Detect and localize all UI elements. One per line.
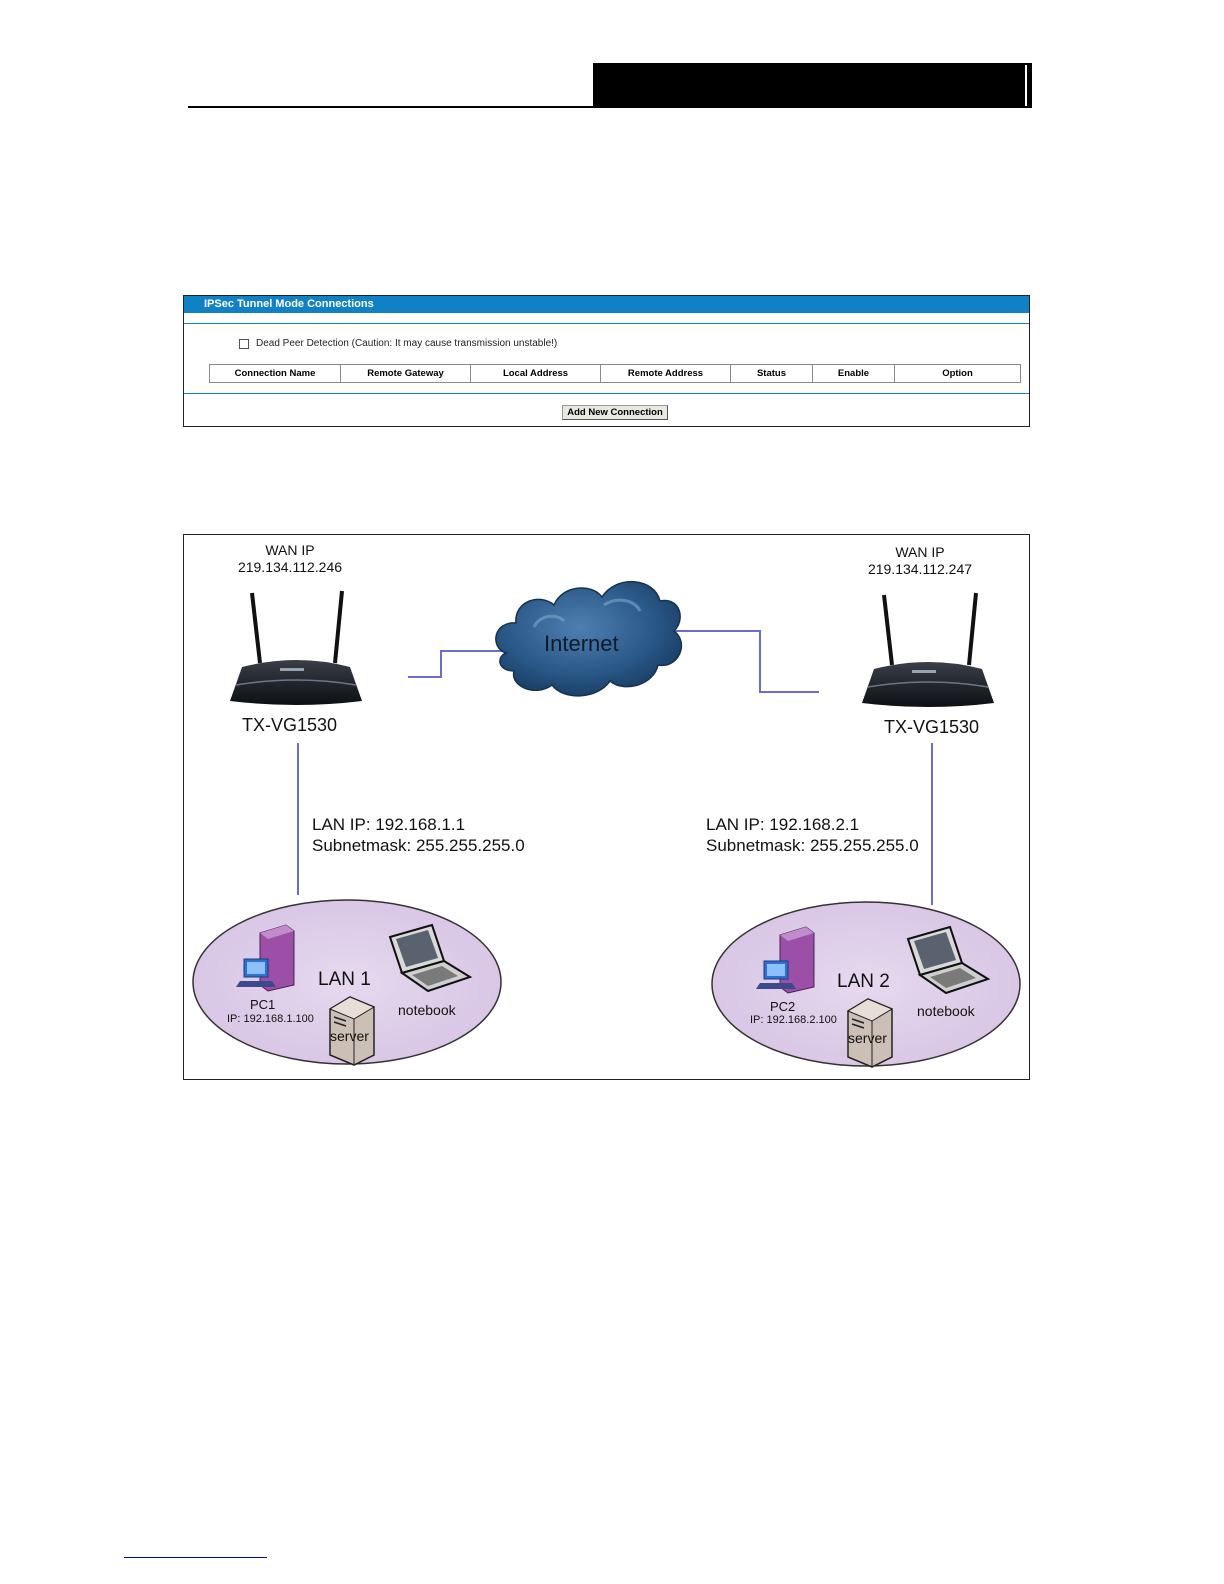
table-header-row: Connection Name Remote Gateway Local Add… [210, 365, 1021, 383]
server-label-2: server [848, 1030, 887, 1046]
col-status: Status [731, 365, 813, 383]
internet-label: Internet [544, 631, 619, 657]
add-new-connection-button[interactable]: Add New Connection [562, 405, 668, 420]
router-1-icon [230, 591, 362, 705]
col-option: Option [895, 365, 1021, 383]
panel-divider-bottom [184, 393, 1029, 394]
wan-label-1: WAN IP [230, 542, 350, 559]
pc-name-2: PC2 [770, 999, 795, 1014]
subnetmask-1: Subnetmask: 255.255.255.0 [312, 835, 525, 856]
header-block [593, 63, 1032, 108]
col-enable: Enable [813, 365, 895, 383]
wan-label-2: WAN IP [860, 544, 980, 561]
router-2-icon [862, 593, 994, 707]
pc-name-1: PC1 [250, 997, 275, 1012]
wan-link-1 [408, 651, 502, 677]
dead-peer-detection-label: Dead Peer Detection (Caution: It may cau… [256, 338, 557, 349]
connections-table: Connection Name Remote Gateway Local Add… [209, 364, 1021, 383]
panel-divider [184, 323, 1029, 324]
subnetmask-2: Subnetmask: 255.255.255.0 [706, 835, 919, 856]
router-model-1: TX-VG1530 [242, 715, 337, 736]
server-label-1: server [330, 1028, 369, 1044]
notebook-label-2: notebook [917, 1003, 975, 1019]
col-local-address: Local Address [471, 365, 601, 383]
wan-link-2 [674, 631, 819, 692]
wan-ip-label-1: WAN IP 219.134.112.246 [230, 542, 350, 576]
col-remote-address: Remote Address [601, 365, 731, 383]
lan-settings-1: LAN IP: 192.168.1.1 Subnetmask: 255.255.… [312, 814, 525, 856]
dead-peer-detection-option[interactable]: Dead Peer Detection (Caution: It may cau… [239, 338, 557, 349]
col-connection-name: Connection Name [210, 365, 341, 383]
network-diagram: WAN IP 219.134.112.246 TX-VG1530 LAN IP:… [183, 534, 1030, 1080]
wan-ip-label-2: WAN IP 219.134.112.247 [860, 544, 980, 578]
notebook-label-1: notebook [398, 1002, 456, 1018]
lan-ip-2: LAN IP: 192.168.2.1 [706, 814, 919, 835]
lan-settings-2: LAN IP: 192.168.2.1 Subnetmask: 255.255.… [706, 814, 919, 856]
pc-ip-1: IP: 192.168.1.100 [227, 1013, 314, 1025]
col-remote-gateway: Remote Gateway [341, 365, 471, 383]
lan-name-2: LAN 2 [837, 971, 890, 993]
dead-peer-detection-checkbox[interactable] [239, 339, 249, 349]
header-rule [188, 106, 1032, 108]
lan-ip-1: LAN IP: 192.168.1.1 [312, 814, 525, 835]
footer-link-underline [124, 1557, 267, 1558]
router-model-2: TX-VG1530 [884, 717, 979, 738]
wan-ip-2: 219.134.112.247 [860, 561, 980, 578]
ipsec-panel: IPSec Tunnel Mode Connections Dead Peer … [183, 295, 1030, 427]
wan-ip-1: 219.134.112.246 [230, 559, 350, 576]
lan-name-1: LAN 1 [318, 969, 371, 991]
panel-title: IPSec Tunnel Mode Connections [184, 296, 1029, 313]
pc-ip-2: IP: 192.168.2.100 [750, 1014, 837, 1026]
diagram-graphics [184, 535, 1029, 1079]
